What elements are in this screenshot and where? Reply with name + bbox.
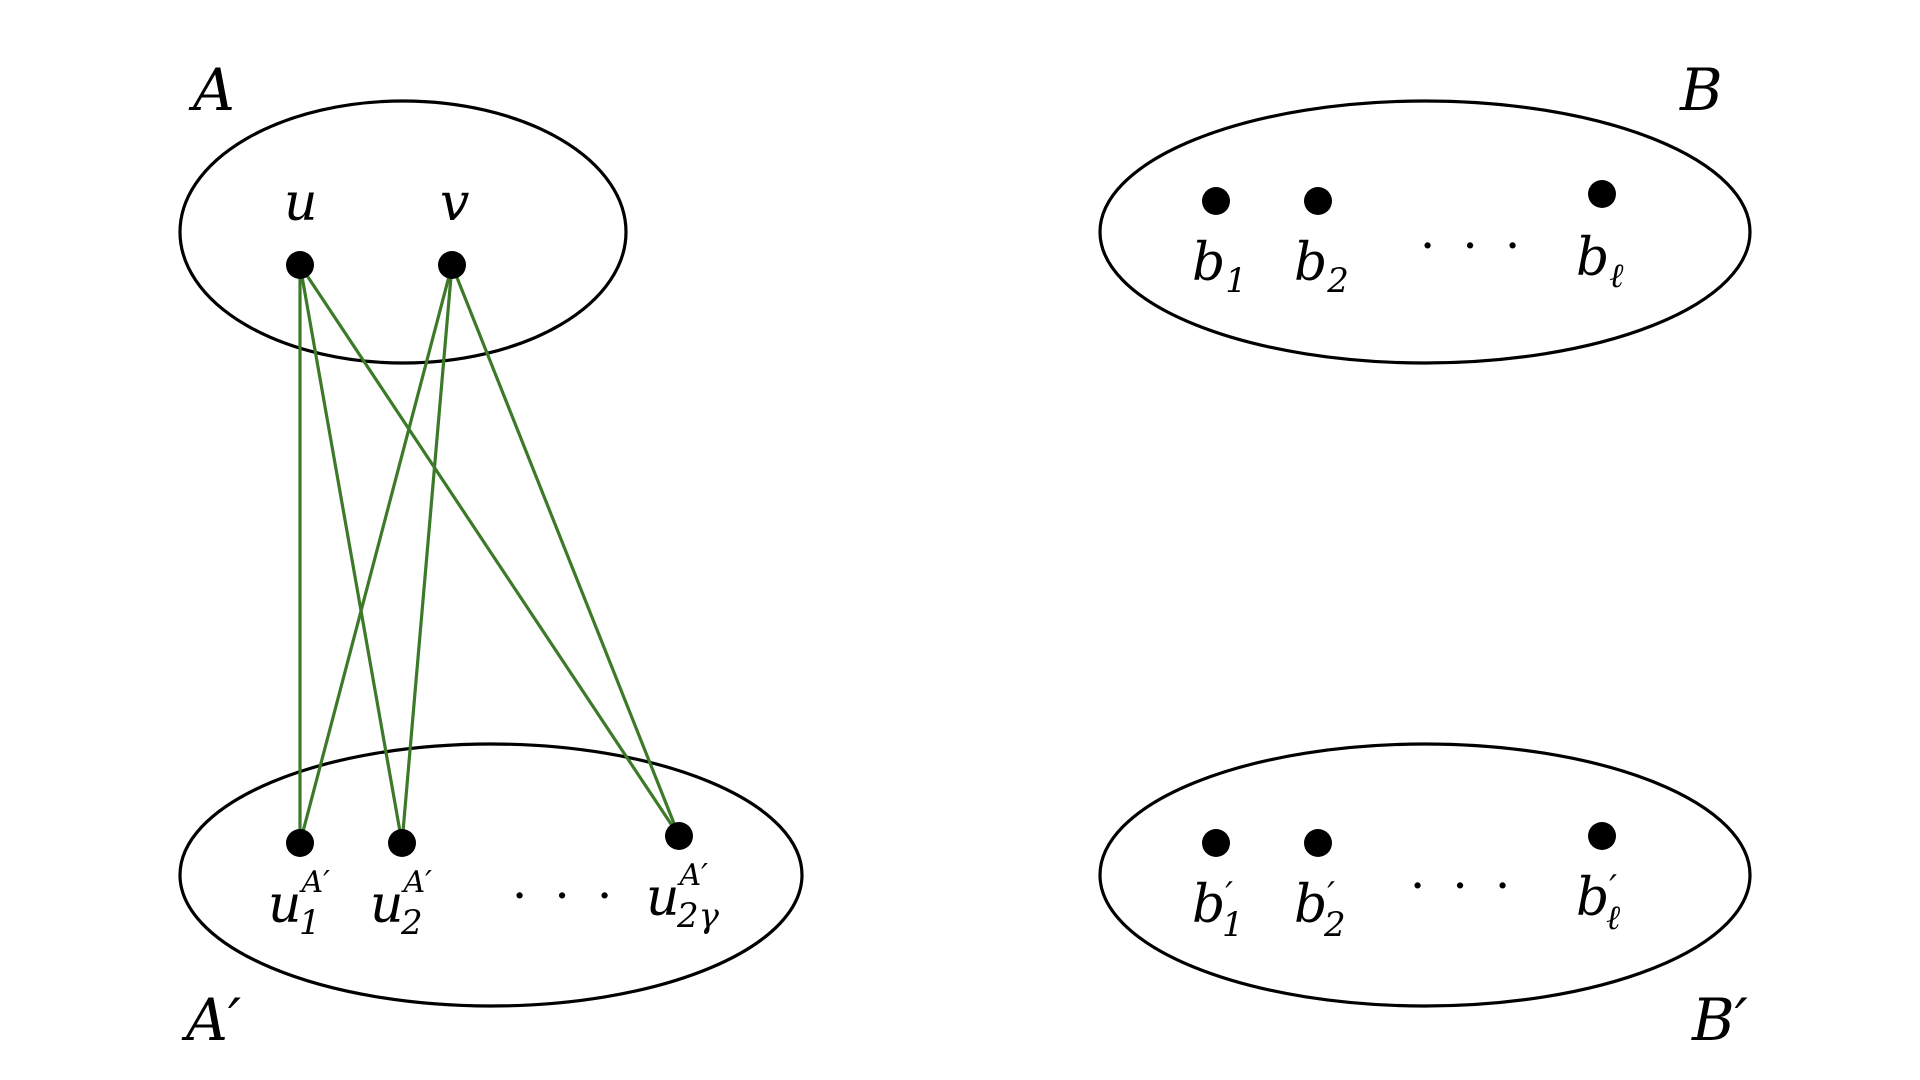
set-a-prime-ellipse <box>178 742 804 1008</box>
vertex-u2-label: uA′2 <box>370 865 432 943</box>
vertex-b1-label: b1 <box>1192 233 1247 301</box>
vertex-u <box>286 251 314 279</box>
edge-v-u2 <box>400 264 454 844</box>
set-b-prime-label: B′ <box>1691 986 1748 1054</box>
vertex-b1-prime-label: b′1 <box>1192 875 1244 945</box>
set-b-ellipse <box>1098 99 1752 365</box>
edge-u-u2g <box>298 264 681 837</box>
vertex-u2g-label: uA′2γ <box>646 858 720 936</box>
u-ellipsis: · · · <box>512 868 618 924</box>
vertex-v <box>438 251 466 279</box>
set-a-ellipse <box>178 99 628 365</box>
vertex-b2-label: b2 <box>1294 233 1349 301</box>
vertex-u1 <box>286 829 314 857</box>
vertex-b2 <box>1304 187 1332 215</box>
set-b-prime-ellipse <box>1098 742 1752 1008</box>
vertex-bl-prime <box>1588 822 1616 850</box>
vertex-u1-label: uA′1 <box>268 865 330 943</box>
set-a-prime-label: A′ <box>181 986 241 1054</box>
edge-v-u1 <box>298 264 454 844</box>
vertex-b2-prime <box>1304 829 1332 857</box>
vertex-bl <box>1588 180 1616 208</box>
vertex-b1-prime <box>1202 829 1230 857</box>
vertex-u2 <box>388 829 416 857</box>
edge-v-u2g <box>450 264 681 837</box>
vertex-b2-prime-label: b′2 <box>1294 875 1346 945</box>
vertex-u-label: u <box>284 173 318 233</box>
edge-group <box>298 264 681 844</box>
vertex-bl-label: bℓ <box>1576 228 1623 296</box>
edge-u-u2 <box>298 264 404 844</box>
vertex-v-label: v <box>440 173 469 233</box>
vertex-bl-prime-label: b′ℓ <box>1576 868 1620 938</box>
set-b-label: B <box>1679 56 1723 124</box>
b-prime-ellipsis: · · · <box>1410 858 1516 914</box>
vertex-b1 <box>1202 187 1230 215</box>
set-a-label: A <box>188 56 235 124</box>
vertex-u2g <box>665 822 693 850</box>
b-ellipsis: · · · <box>1420 218 1526 274</box>
